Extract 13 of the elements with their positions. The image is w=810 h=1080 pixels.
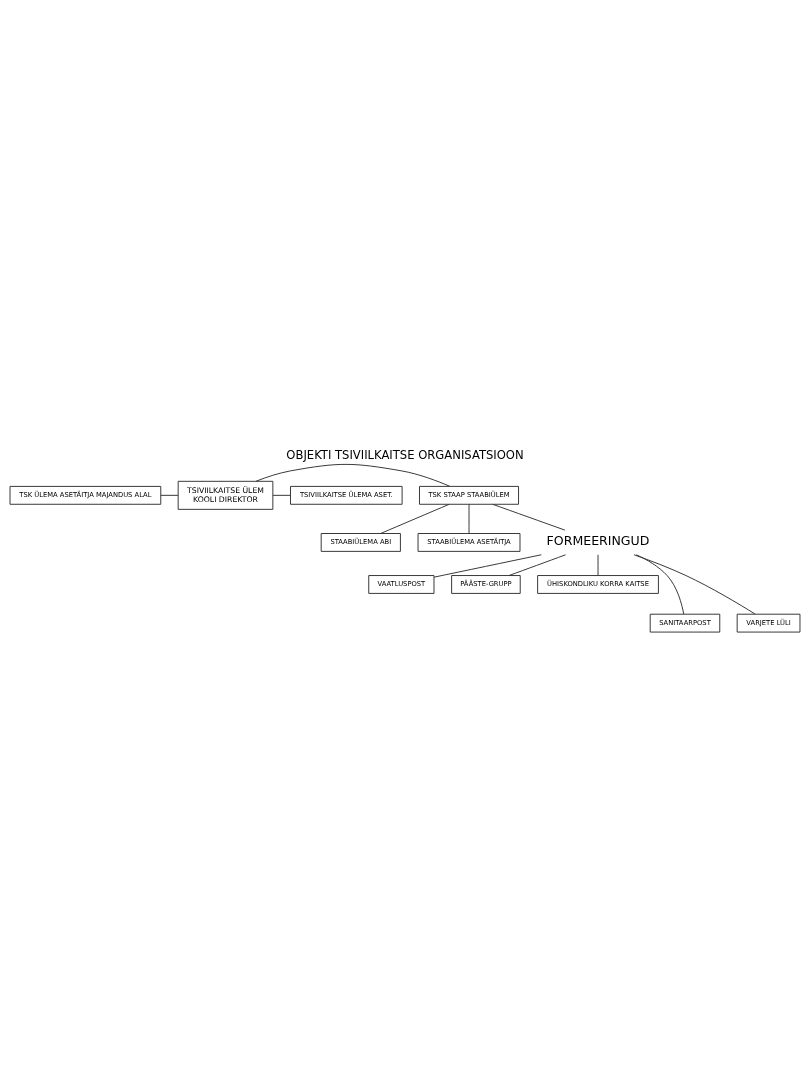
connector <box>508 554 567 576</box>
connector <box>433 554 542 578</box>
connector <box>160 494 179 496</box>
connector <box>380 503 450 534</box>
connector <box>468 503 470 534</box>
connector <box>255 463 451 487</box>
connector <box>633 554 756 615</box>
connector <box>272 494 291 496</box>
connector <box>635 554 685 615</box>
node-text: FORMEERINGUD <box>546 533 650 549</box>
connector <box>597 554 599 576</box>
connector <box>492 503 566 531</box>
diagram-title: OBJEKTI TSIVIILKAITSE ORGANISATSIOON <box>286 448 524 463</box>
